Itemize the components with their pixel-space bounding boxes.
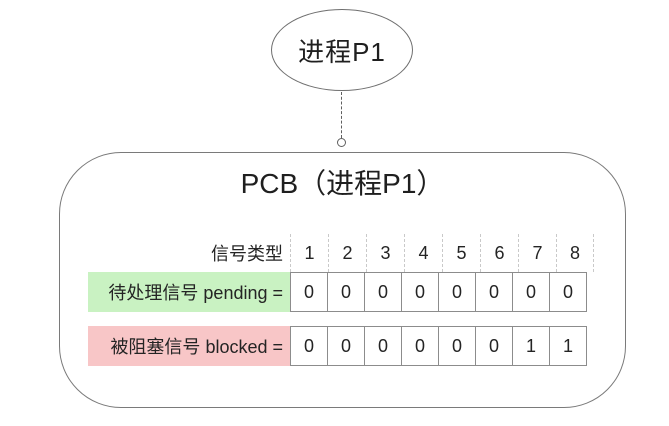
blocked-bit: 1 xyxy=(549,326,587,366)
blocked-bit: 0 xyxy=(438,326,476,366)
process-node-ellipse: 进程P1 xyxy=(271,9,413,91)
blocked-row-label: 被阻塞信号 blocked = xyxy=(88,326,290,366)
signal-number: 4 xyxy=(404,234,442,272)
signal-type-header-row: 信号类型 1 2 3 4 5 6 7 8 xyxy=(88,234,594,272)
connector-endpoint-circle xyxy=(337,138,346,147)
signal-number: 8 xyxy=(556,234,594,272)
signal-number: 6 xyxy=(480,234,518,272)
signal-number: 3 xyxy=(366,234,404,272)
blocked-bit-cells: 0 0 0 0 0 0 1 1 xyxy=(290,326,587,366)
pending-bit-cells: 0 0 0 0 0 0 0 0 xyxy=(290,272,587,312)
blocked-bit: 0 xyxy=(327,326,365,366)
blocked-bit: 0 xyxy=(475,326,513,366)
blocked-bit: 0 xyxy=(290,326,328,366)
pending-row-label: 待处理信号 pending = xyxy=(88,272,290,312)
blocked-signal-row: 被阻塞信号 blocked = 0 0 0 0 0 0 1 1 xyxy=(88,326,587,366)
blocked-bit: 1 xyxy=(512,326,550,366)
pending-bit: 0 xyxy=(327,272,365,312)
pending-bit: 0 xyxy=(401,272,439,312)
pending-bit: 0 xyxy=(512,272,550,312)
pending-signal-row: 待处理信号 pending = 0 0 0 0 0 0 0 0 xyxy=(88,272,587,312)
pcb-title: PCB（进程P1） xyxy=(240,168,445,199)
signal-number: 2 xyxy=(328,234,366,272)
signal-type-label: 信号类型 xyxy=(211,244,283,264)
blocked-bit: 0 xyxy=(401,326,439,366)
pending-bit: 0 xyxy=(290,272,328,312)
pending-bit: 0 xyxy=(549,272,587,312)
signal-number: 5 xyxy=(442,234,480,272)
pending-bit: 0 xyxy=(364,272,402,312)
blocked-bit: 0 xyxy=(364,326,402,366)
pending-bit: 0 xyxy=(438,272,476,312)
connector-dashed-line xyxy=(341,92,342,138)
signal-number: 1 xyxy=(290,234,328,272)
process-node-label: 进程P1 xyxy=(298,36,386,67)
pending-bit: 0 xyxy=(475,272,513,312)
signal-number-cells: 1 2 3 4 5 6 7 8 xyxy=(290,234,594,272)
signal-number: 7 xyxy=(518,234,556,272)
